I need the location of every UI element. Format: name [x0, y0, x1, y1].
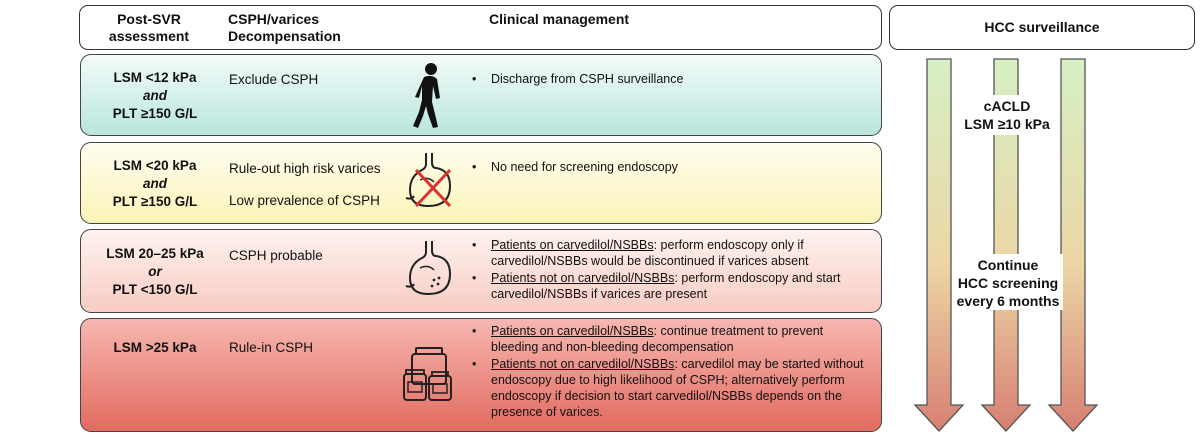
row4-bullet1-rest: : continue treatment to prevent bleeding…: [491, 324, 824, 354]
row1-criteria-line2: PLT ≥150 G/L: [112, 106, 198, 121]
header-hcc-box: [889, 5, 1195, 50]
row-csph-probable: [80, 229, 882, 313]
header-hcc-surveillance: HCC surveillance: [984, 19, 1100, 35]
bullet-dot: •: [472, 72, 477, 86]
row2-criteria-line1: LSM <20 kPa: [113, 158, 197, 173]
hcc-label-screening-line2: HCC screening: [957, 275, 1059, 291]
row2-criteria: LSM <20 kPa and PLT ≥150 G/L: [85, 157, 225, 211]
row4-bullet2-text: Patients not on carvedilol/NSBBs: carved…: [472, 356, 872, 420]
header-post-svr-line1: Post-SVR: [117, 11, 181, 27]
row3-bullet1-underlined: Patients on carvedilol/NSBBs: [491, 238, 654, 252]
row4-criteria: LSM >25 kPa: [85, 339, 225, 357]
row1-criteria-line1: LSM <12 kPa: [113, 70, 197, 85]
row-rule-in-csph: [80, 318, 882, 432]
header-box: [79, 5, 882, 50]
hcc-arrows: [913, 58, 1099, 432]
row1-criteria: LSM <12 kPa and PLT ≥150 G/L: [85, 69, 225, 123]
hcc-label-cacld: cACLD LSM ≥10 kPa: [957, 95, 1057, 135]
hcc-label-cacld-line2: LSM ≥10 kPa: [964, 116, 1050, 132]
bullet-dot: •: [472, 357, 477, 371]
row3-criteria-line1: LSM 20–25 kPa: [106, 246, 204, 261]
stomach-icon: [405, 241, 452, 296]
row3-bullet2-text: Patients not on carvedilol/NSBBs: perfor…: [472, 270, 872, 302]
hcc-label-cacld-line1: cACLD: [983, 98, 1031, 114]
row3-criteria-conj: or: [148, 264, 162, 279]
row-rule-out-varices: [80, 142, 882, 224]
hcc-arrow-right: [1047, 58, 1099, 432]
row2-bullet: • No need for screening endoscopy: [472, 159, 872, 175]
header-csph-line2: Decompensation: [228, 28, 341, 44]
row3-bullet1-rest: : perform endoscopy only if carvedilol/N…: [491, 238, 809, 268]
row1-bullet: • Discharge from CSPH surveillance: [472, 71, 872, 87]
header-clinical-management: Clinical management: [489, 11, 630, 27]
row2-label1: Rule-out high risk varices: [229, 161, 381, 176]
row-exclude-csph: [80, 54, 882, 136]
bullet-dot: •: [472, 324, 477, 338]
row4-bullet1-underlined: Patients on carvedilol/NSBBs: [491, 324, 654, 338]
hcc-label-screening: Continue HCC screening every 6 months: [953, 254, 1063, 310]
row4-bullet2-underlined: Patients not on carvedilol/NSBBs: [491, 357, 675, 371]
bullet-dot: •: [472, 238, 477, 252]
row4-criteria-line1: LSM >25 kPa: [113, 340, 197, 355]
hcc-label-screening-line3: every 6 months: [956, 293, 1060, 309]
row3-bullet2-rest: : perform endoscopy and start carvedilol…: [491, 271, 841, 301]
row4-bullet2-rest: : carvedilol may be started without endo…: [491, 357, 864, 419]
bullet-dot: •: [472, 160, 477, 174]
hcc-arrow-left: [913, 58, 965, 432]
row3-bullet1: • Patients on carvedilol/NSBBs: perform …: [472, 237, 872, 269]
row4-bullet1-text: Patients on carvedilol/NSBBs: continue t…: [472, 323, 872, 355]
row3-label: CSPH probable: [229, 248, 323, 263]
header-csph-line1: CSPH/varices: [228, 11, 320, 27]
row3-criteria: LSM 20–25 kPa or PLT <150 G/L: [85, 245, 225, 299]
row2-criteria-conj: and: [142, 176, 167, 191]
row3-criteria-line2: PLT <150 G/L: [112, 282, 198, 297]
header-post-svr-line2: assessment: [108, 28, 190, 44]
row3-bullet2: • Patients not on carvedilol/NSBBs: perf…: [472, 270, 872, 302]
row2-label2: Low prevalence of CSPH: [229, 193, 380, 208]
row1-criteria-conj: and: [142, 88, 167, 103]
row2-bullet-text: No need for screening endoscopy: [491, 160, 678, 174]
walking-person-icon: [413, 63, 440, 128]
bullet-dot: •: [472, 271, 477, 285]
hcc-label-screening-line1: Continue: [977, 257, 1039, 273]
row1-label: Exclude CSPH: [229, 72, 319, 87]
row1-bullet-text: Discharge from CSPH surveillance: [491, 72, 684, 86]
row2-criteria-line2: PLT ≥150 G/L: [112, 194, 198, 209]
medication-bottles-icon: [403, 347, 452, 401]
row4-bullet2: • Patients not on carvedilol/NSBBs: carv…: [472, 356, 872, 420]
row3-bullet1-text: Patients on carvedilol/NSBBs: perform en…: [472, 237, 872, 269]
stomach-crossed-icon: [405, 153, 452, 208]
row4-bullet1: • Patients on carvedilol/NSBBs: continue…: [472, 323, 872, 355]
row3-bullet2-underlined: Patients not on carvedilol/NSBBs: [491, 271, 675, 285]
row4-label: Rule-in CSPH: [229, 340, 314, 355]
header-csph: CSPH/varices Decompensation: [228, 11, 388, 45]
header-post-svr: Post-SVR assessment: [84, 11, 214, 45]
